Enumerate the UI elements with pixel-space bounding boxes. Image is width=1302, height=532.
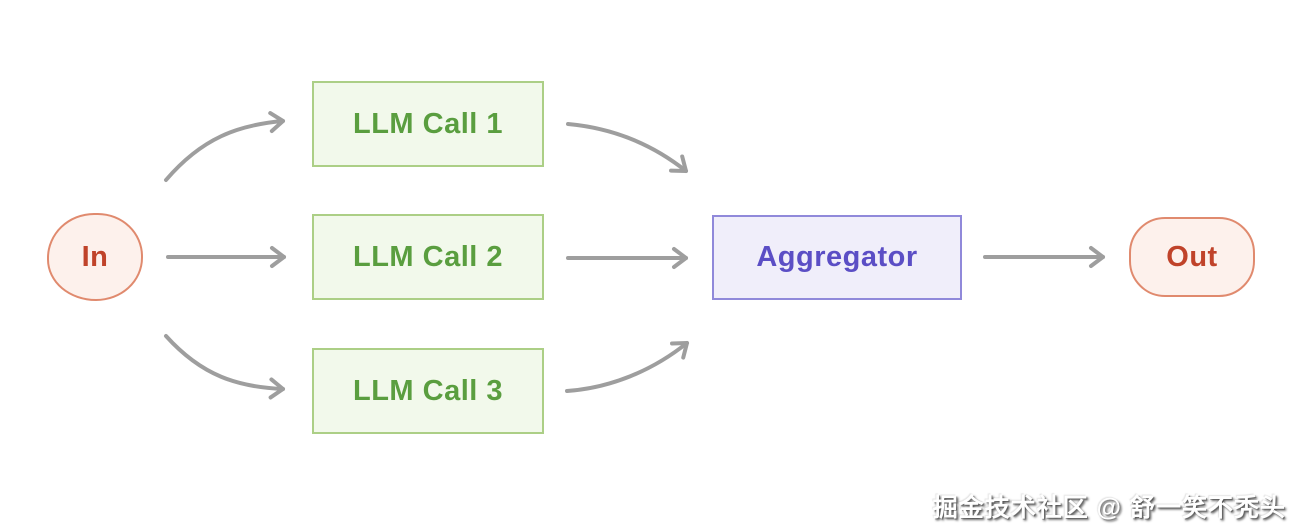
node-in: In [47,213,143,301]
edge-llm-call-3-to-aggregator [565,341,689,393]
node-llm-call-3: LLM Call 3 [312,348,544,434]
edge-in-to-llm-call-1 [164,111,285,182]
node-aggregator: Aggregator [712,215,962,300]
node-llm-call-1: LLM Call 1 [312,81,544,167]
node-llm-call-2: LLM Call 2 [312,214,544,300]
edge-llm-call-1-to-aggregator [566,122,688,173]
edge-in-to-llm-call-3 [164,334,285,400]
watermark-text: 掘金技术社区 @ 舒一笑不秃头 [932,494,1286,522]
node-out: Out [1129,217,1255,297]
